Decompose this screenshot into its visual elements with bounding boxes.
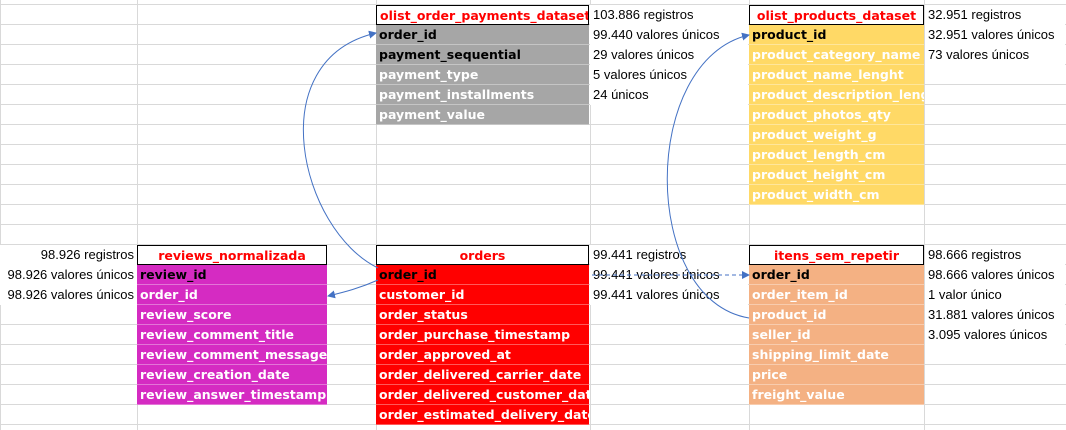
- table-field: review_creation_date: [137, 365, 327, 385]
- table-field: order_id: [376, 25, 589, 45]
- table-field: shipping_limit_date: [749, 345, 924, 365]
- table-field: product_photos_qty: [749, 105, 924, 125]
- record-count: 98.666 registros: [925, 245, 1065, 265]
- table-field: order_item_id: [749, 285, 924, 305]
- table-field: product_description_lenght: [749, 85, 924, 105]
- record-count: 32.951 registros: [925, 5, 1065, 25]
- field-note: 5 valores únicos: [590, 65, 748, 85]
- table-field: order_id: [137, 285, 327, 305]
- field-note: 32.951 valores únicos: [925, 25, 1065, 45]
- table-field: product_weight_g: [749, 125, 924, 145]
- field-note: 99.440 valores únicos: [590, 25, 748, 45]
- field-note: 3.095 valores únicos: [925, 325, 1065, 345]
- table-field: product_id: [749, 25, 924, 45]
- table-field: freight_value: [749, 385, 924, 405]
- table-title: olist_order_payments_dataset: [376, 5, 589, 25]
- table-field: review_score: [137, 305, 327, 325]
- table-field: order_approved_at: [376, 345, 589, 365]
- table-field: product_width_cm: [749, 185, 924, 205]
- table-field: product_height_cm: [749, 165, 924, 185]
- table-title: olist_products_dataset: [749, 5, 924, 25]
- table-field: product_id: [749, 305, 924, 325]
- field-note: 24 únicos: [590, 85, 748, 105]
- table-field: payment_type: [376, 65, 589, 85]
- record-count: 98.926 registros: [0, 245, 137, 265]
- field-note: 98.926 valores únicos: [0, 285, 137, 305]
- table-field: order_id: [376, 265, 589, 285]
- field-note: 73 valores únicos: [925, 45, 1065, 65]
- table-field: payment_value: [376, 105, 589, 125]
- table-field: order_estimated_delivery_date: [376, 405, 589, 425]
- record-count: 99.441 registros: [590, 245, 748, 265]
- table-field: review_id: [137, 265, 327, 285]
- field-note: 98.666 valores únicos: [925, 265, 1065, 285]
- field-note: 99.441 valores únicos: [590, 285, 748, 305]
- table-field: product_length_cm: [749, 145, 924, 165]
- table-field: review_answer_timestamp: [137, 385, 327, 405]
- table-field: payment_sequential: [376, 45, 589, 65]
- table-field: review_comment_message: [137, 345, 327, 365]
- field-note: 99.441 valores únicos: [590, 265, 748, 285]
- field-note: 31.881 valores únicos: [925, 305, 1065, 325]
- table-field: product_name_lenght: [749, 65, 924, 85]
- table-field: order_delivered_carrier_date: [376, 365, 589, 385]
- table-field: customer_id: [376, 285, 589, 305]
- record-count: 103.886 registros: [590, 5, 748, 25]
- table-field: product_category_name: [749, 45, 924, 65]
- table-field: seller_id: [749, 325, 924, 345]
- field-note: 98.926 valores únicos: [0, 265, 137, 285]
- table-field: price: [749, 365, 924, 385]
- field-note: 1 valor único: [925, 285, 1065, 305]
- table-field: order_id: [749, 265, 924, 285]
- table-field: review_comment_title: [137, 325, 327, 345]
- table-field: order_delivered_customer_date: [376, 385, 589, 405]
- table-field: order_purchase_timestamp: [376, 325, 589, 345]
- table-title: reviews_normalizada: [137, 245, 327, 265]
- field-note: 29 valores únicos: [590, 45, 748, 65]
- table-field: payment_installments: [376, 85, 589, 105]
- table-field: order_status: [376, 305, 589, 325]
- table-title: orders: [376, 245, 589, 265]
- table-title: itens_sem_repetir: [749, 245, 924, 265]
